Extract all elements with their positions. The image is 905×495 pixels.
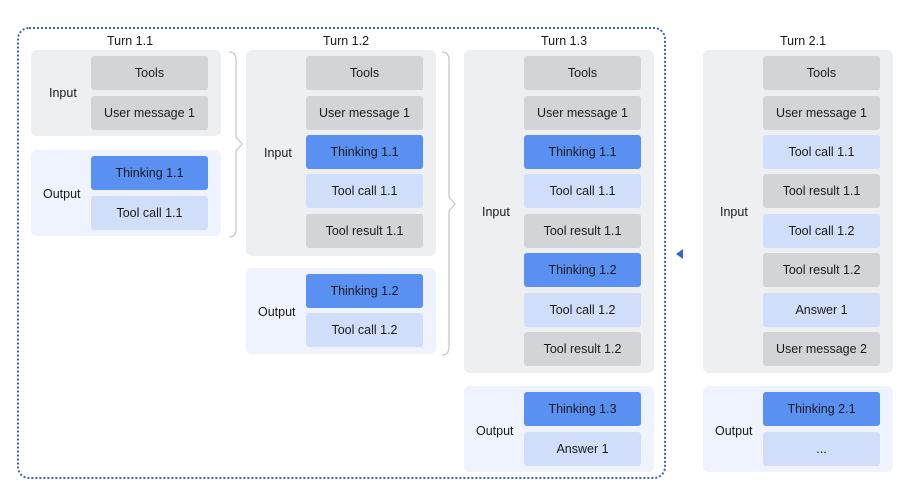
token-user-message: User message 1 bbox=[763, 96, 880, 130]
token-tool-result: Tool result 1.1 bbox=[763, 174, 880, 208]
token-tools: Tools bbox=[524, 56, 641, 90]
token-user-message: User message 1 bbox=[306, 96, 423, 130]
arrow-to-turn-2 bbox=[676, 249, 683, 259]
token-tool-call: Tool call 1.2 bbox=[524, 293, 641, 327]
token-tool-call: Tool call 1.1 bbox=[524, 174, 641, 208]
token-thinking: Thinking 1.1 bbox=[524, 135, 641, 169]
token-thinking: Thinking 2.1 bbox=[763, 392, 880, 426]
token-answer: Answer 1 bbox=[763, 293, 880, 327]
token-tool-call: Tool call 1.1 bbox=[306, 174, 423, 208]
input-label: Input bbox=[720, 205, 748, 219]
token-answer: Answer 1 bbox=[524, 432, 641, 466]
token-user-message: User message 1 bbox=[524, 96, 641, 130]
turn-title-2-1: Turn 2.1 bbox=[779, 34, 827, 48]
turn-title-1-1: Turn 1.1 bbox=[106, 34, 154, 48]
token-user-message: User message 2 bbox=[763, 332, 880, 366]
output-label: Output bbox=[715, 424, 753, 438]
token-tools: Tools bbox=[306, 56, 423, 90]
token-tool-result: Tool result 1.1 bbox=[524, 214, 641, 248]
output-label: Output bbox=[43, 187, 81, 201]
input-label: Input bbox=[49, 86, 77, 100]
token-tool-result: Tool result 1.2 bbox=[524, 332, 641, 366]
token-tools: Tools bbox=[91, 56, 208, 90]
token-tool-call: Tool call 1.1 bbox=[91, 196, 208, 230]
token-tools: Tools bbox=[763, 56, 880, 90]
turn-1-group-border bbox=[17, 27, 666, 479]
bracket-1 bbox=[228, 51, 243, 238]
token-thinking: Thinking 1.2 bbox=[306, 274, 423, 308]
input-label: Input bbox=[482, 205, 510, 219]
token-tool-call: Tool call 1.2 bbox=[306, 313, 423, 347]
token-thinking: Thinking 1.1 bbox=[306, 135, 423, 169]
output-label: Output bbox=[258, 305, 296, 319]
bracket-2 bbox=[441, 51, 456, 356]
token-ellipsis: ... bbox=[763, 432, 880, 466]
token-tool-result: Tool result 1.1 bbox=[306, 214, 423, 248]
turn-title-1-3: Turn 1.3 bbox=[540, 34, 588, 48]
input-label: Input bbox=[264, 146, 292, 160]
token-tool-result: Tool result 1.2 bbox=[763, 253, 880, 287]
token-thinking: Thinking 1.2 bbox=[524, 253, 641, 287]
token-tool-call: Tool call 1.2 bbox=[763, 214, 880, 248]
output-label: Output bbox=[476, 424, 514, 438]
token-user-message: User message 1 bbox=[91, 96, 208, 130]
turn-title-1-2: Turn 1.2 bbox=[322, 34, 370, 48]
token-tool-call: Tool call 1.1 bbox=[763, 135, 880, 169]
token-thinking: Thinking 1.1 bbox=[91, 156, 208, 190]
token-thinking: Thinking 1.3 bbox=[524, 392, 641, 426]
